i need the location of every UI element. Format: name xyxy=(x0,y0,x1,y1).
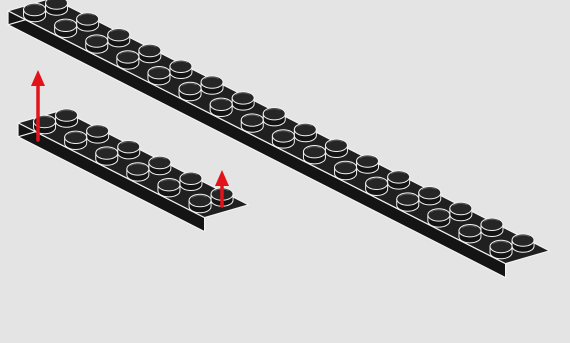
stud-top xyxy=(397,193,419,205)
stud-top xyxy=(366,177,388,189)
stud xyxy=(450,202,472,220)
stud-top xyxy=(428,209,450,221)
stud xyxy=(127,163,149,181)
stud-top xyxy=(87,125,109,137)
stud-top xyxy=(210,98,232,110)
stud xyxy=(335,161,357,179)
stud xyxy=(149,156,171,174)
stud xyxy=(201,76,223,94)
stud xyxy=(512,234,534,252)
stud-top xyxy=(388,171,410,183)
stud-top xyxy=(56,109,78,121)
stud xyxy=(77,13,99,31)
stud xyxy=(117,51,139,69)
stud xyxy=(366,177,388,195)
stud-top xyxy=(325,139,347,151)
stud-top xyxy=(149,156,171,168)
stud-top xyxy=(303,146,325,158)
stud-top xyxy=(118,141,140,153)
stud xyxy=(24,3,46,21)
stud xyxy=(241,114,263,132)
stud xyxy=(325,139,347,157)
stud-top xyxy=(117,51,139,63)
stud xyxy=(65,131,87,149)
stud xyxy=(96,147,118,165)
stud-top xyxy=(148,67,170,79)
stud-top xyxy=(108,29,130,41)
stud xyxy=(272,130,294,148)
stud xyxy=(87,125,109,143)
stud-top xyxy=(335,161,357,173)
stud-top xyxy=(481,218,503,230)
stud xyxy=(118,141,140,159)
stud xyxy=(232,92,254,110)
stud xyxy=(158,179,180,197)
stud-top xyxy=(294,123,316,135)
stud xyxy=(357,155,379,173)
stud-top xyxy=(179,82,201,94)
stud xyxy=(419,187,441,205)
stud-top xyxy=(232,92,254,104)
stud xyxy=(56,109,78,127)
stud-top xyxy=(241,114,263,126)
stud-top xyxy=(272,130,294,142)
stud xyxy=(388,171,410,189)
stud xyxy=(148,67,170,85)
stud-top xyxy=(55,19,77,31)
stud xyxy=(428,209,450,227)
stud xyxy=(179,82,201,100)
stud-top xyxy=(263,108,285,120)
stud xyxy=(397,193,419,211)
stud-top xyxy=(170,60,192,72)
stud-top xyxy=(201,76,223,88)
stud-top xyxy=(24,3,46,15)
stud xyxy=(170,60,192,78)
stud xyxy=(263,108,285,126)
stud xyxy=(55,19,77,37)
stud xyxy=(459,225,481,243)
stud xyxy=(180,172,202,190)
stud-top xyxy=(512,234,534,246)
stud-top xyxy=(180,172,202,184)
stud xyxy=(490,240,512,258)
stud-top xyxy=(139,44,161,56)
stud-top xyxy=(459,225,481,237)
stud xyxy=(294,123,316,141)
stud-top xyxy=(490,240,512,252)
stud xyxy=(481,218,503,236)
stud xyxy=(108,29,130,47)
stud-top xyxy=(77,13,99,25)
stud-top xyxy=(46,0,68,9)
stud xyxy=(46,0,68,15)
stud xyxy=(189,194,211,212)
stud-top xyxy=(450,202,472,214)
stud-top xyxy=(419,187,441,199)
stud-top xyxy=(96,147,118,159)
stud xyxy=(303,146,325,164)
stud xyxy=(210,98,232,116)
stud-top xyxy=(127,163,149,175)
stud xyxy=(139,44,161,62)
stud-top xyxy=(357,155,379,167)
stud-top xyxy=(86,35,108,47)
stud-top xyxy=(158,179,180,191)
stud xyxy=(86,35,108,53)
stud-top xyxy=(189,194,211,206)
stud-top xyxy=(65,131,87,143)
